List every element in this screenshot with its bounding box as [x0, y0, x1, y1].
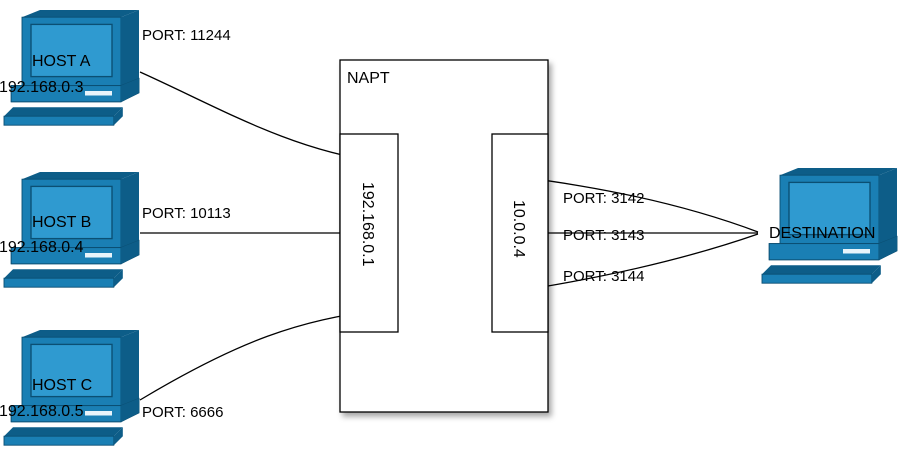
destination-name: DESTINATION	[769, 225, 875, 242]
host-c-name: HOST C	[32, 377, 92, 394]
translated-port-c: PORT: 3144	[563, 268, 644, 285]
host-a-port: PORT: 11244	[142, 27, 231, 44]
host-b-ip: 192.168.0.4	[0, 239, 84, 256]
host-c-ip: 192.168.0.5	[0, 403, 84, 420]
translated-port-a: PORT: 3142	[563, 190, 644, 207]
host-a: HOST A 192.168.0.3 PORT: 11244	[0, 10, 231, 125]
napt-outside-ip: 10.0.0.4	[510, 200, 527, 258]
host-c: HOST C 192.168.0.5 PORT: 6666	[0, 330, 223, 445]
host-b: HOST B 192.168.0.4 PORT: 10113	[0, 172, 231, 287]
destination: DESTINATION	[762, 168, 897, 283]
host-a-ip: 192.168.0.3	[0, 79, 84, 96]
translated-port-b: PORT: 3143	[563, 227, 644, 244]
host-c-port: PORT: 6666	[142, 404, 223, 421]
host-a-name: HOST A	[32, 53, 91, 70]
host-b-port: PORT: 10113	[142, 205, 231, 222]
napt-inside-ip: 192.168.0.1	[359, 182, 376, 267]
host-b-name: HOST B	[32, 214, 91, 231]
napt-title: NAPT	[347, 70, 390, 87]
